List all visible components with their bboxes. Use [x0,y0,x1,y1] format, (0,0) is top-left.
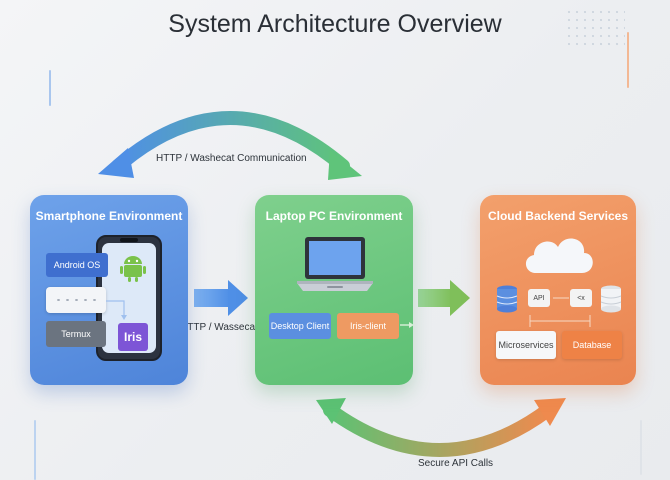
top-arc-arrow [98,111,362,180]
small-arrow-icon [400,322,414,328]
kx-box: <x [570,289,592,307]
decor-line [49,70,51,106]
decor-dots [565,8,625,48]
android-icon [120,256,146,282]
iris-client-box: Iris-client [337,313,399,339]
decor-line [627,32,629,88]
iris-box: Iris [118,323,148,351]
bottom-edge-label: Secure API Calls [418,458,494,469]
api-box: API [528,289,550,307]
android-os-box: Android OS [46,253,108,277]
desktop-client-box: Desktop Client [269,313,331,339]
database-icon-right [600,285,622,313]
cloud-icon [525,238,593,273]
cloud-panel: Cloud Backend Services API <x Microservi… [480,195,636,385]
middle-edge-label: HTTP / Wassecat [180,322,258,333]
decor-line [34,420,36,480]
laptop-panel-title: Laptop PC Environment [265,209,403,223]
laptop-to-cloud-arrow [418,280,470,316]
branch-connector [529,315,591,327]
phone-to-laptop-arrow [194,280,248,316]
top-edge-label: HTTP / Washecat Communication [156,153,307,164]
laptop-icon [297,237,373,291]
smartphone-panel-title: Smartphone Environment [35,209,183,223]
smartphone-panel: Smartphone Environment Android OS Termux… [30,195,188,385]
cloud-panel-title: Cloud Backend Services [487,209,629,223]
decor-line [640,420,642,475]
laptop-panel: Laptop PC Environment Desktop Client Iri… [255,195,414,385]
bottom-arc-arrow [316,398,566,457]
page-title: System Architecture Overview [168,10,502,38]
microservices-box: Microservices [496,331,556,359]
flow-connector [106,300,127,320]
termux-box: Termux [46,321,106,347]
password-box [46,287,106,313]
database-icon-left [496,285,518,313]
link-connector [553,297,569,299]
database-box: Database [562,331,622,359]
